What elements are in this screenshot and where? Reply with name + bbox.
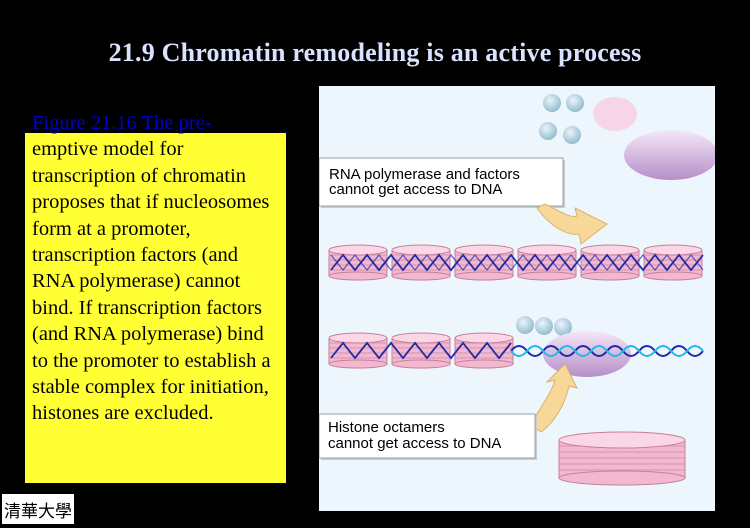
factor-blob <box>593 97 637 131</box>
bound-factors <box>516 316 572 336</box>
label-bottom-line1: Histone octamers <box>328 419 445 436</box>
arrow-up-icon <box>530 363 578 433</box>
label-top: RNA polymerase and factors cannot get ac… <box>319 157 565 208</box>
nucleosome-row-active <box>328 332 704 369</box>
rna-polymerase <box>624 130 715 180</box>
label-top-line1: RNA polymerase and factors <box>329 166 520 183</box>
caption-highlight <box>25 133 286 483</box>
svg-text:清華大學: 清華大學 <box>4 502 72 522</box>
slide-title: 21.9 Chromatin remodeling is an active p… <box>108 38 642 67</box>
chromatin-diagram: RNA polymerase and factors cannot get ac… <box>319 86 715 511</box>
figure-caption: Figure 21.16 The pre-emptive model for t… <box>32 110 284 427</box>
label-top-line2: cannot get access to DNA <box>329 181 502 198</box>
label-bottom: Histone octamers cannot get access to DN… <box>319 413 537 460</box>
caption-figure-number: Figure 21.16 The pre- <box>32 112 212 134</box>
caption-body: emptive model for transcription of chrom… <box>32 138 271 425</box>
label-bottom-line2: cannot get access to DNA <box>328 435 501 452</box>
arrow-down-icon <box>536 203 608 245</box>
tsinghua-logo: 清華大學 <box>2 494 74 524</box>
nucleosome-row-blocked <box>328 244 704 281</box>
transcription-factors <box>539 94 584 144</box>
histone-octamer-stack <box>558 431 686 486</box>
